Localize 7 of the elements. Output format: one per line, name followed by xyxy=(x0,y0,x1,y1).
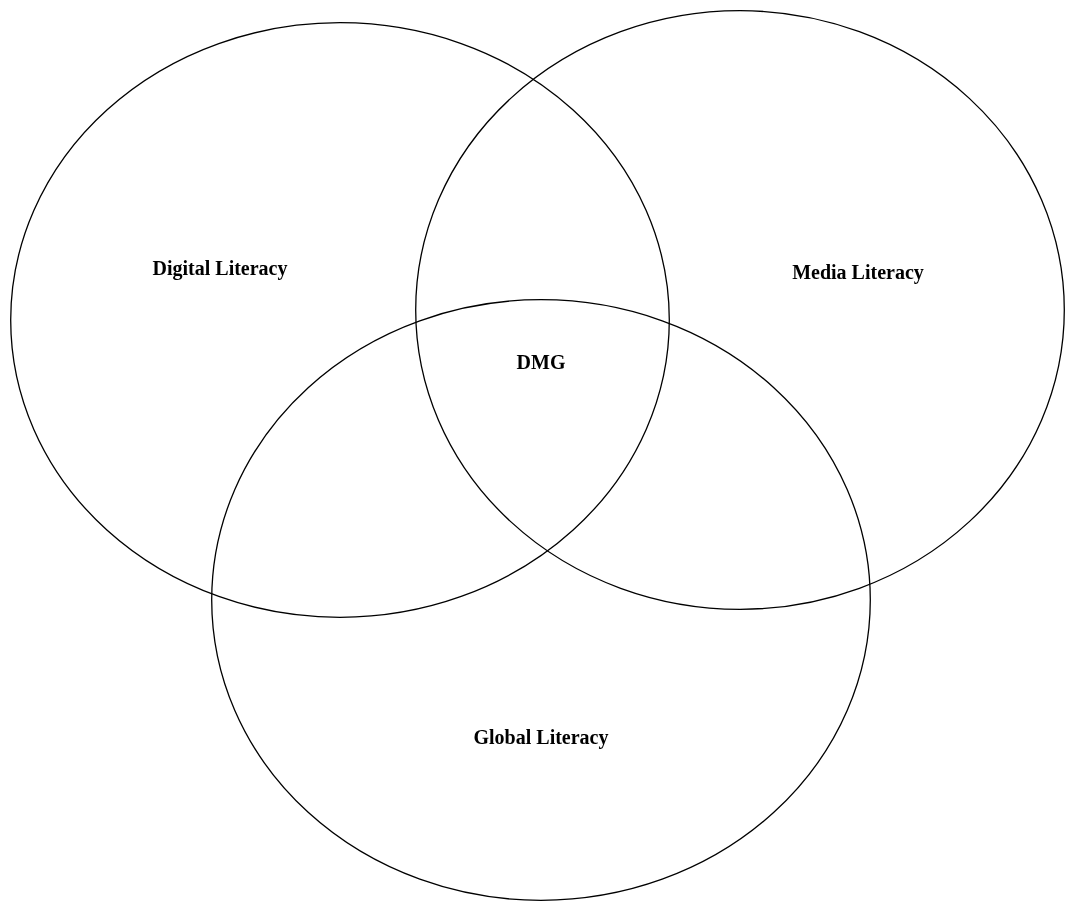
circle-label: Digital Literacy xyxy=(152,256,288,280)
venn-circle xyxy=(10,22,670,618)
venn-circle xyxy=(415,10,1065,610)
venn-circle xyxy=(211,299,871,901)
circle-label: Media Literacy xyxy=(792,260,924,284)
intersection-label: DMG xyxy=(516,350,566,374)
circle-label: Global Literacy xyxy=(473,725,609,749)
